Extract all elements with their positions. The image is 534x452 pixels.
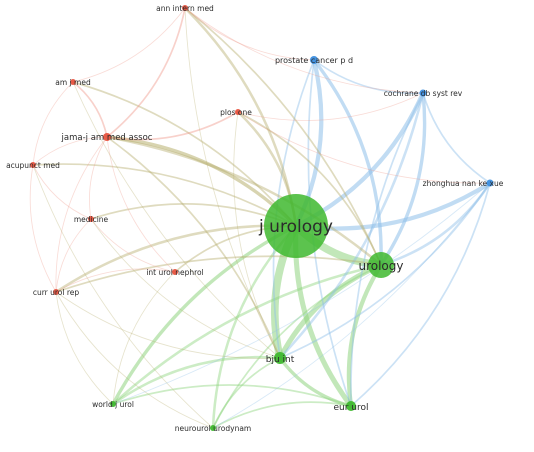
edge-jama-j-am-med-assoc-acupunct-med — [32, 136, 108, 166]
edge-curr-urol-rep-bju-int — [55, 291, 281, 359]
edge-bju-int-cochrane-db-syst-rev — [278, 91, 425, 360]
node-ann-intern-med[interactable] — [182, 5, 188, 11]
edge-jama-j-am-med-assoc-plos-one — [106, 111, 239, 141]
node-label-cochrane-db-syst-rev: cochrane db syst rev — [384, 89, 463, 98]
edge-j-urology-am-j-med — [72, 81, 297, 227]
node-layer — [30, 5, 494, 431]
edge-plos-one-zhonghua-nan-ke-xue — [237, 111, 491, 184]
edge-neurourol-urodynam-zhonghua-nan-ke-xue — [212, 182, 491, 429]
edge-j-urology-curr-urol-rep — [54, 224, 298, 294]
node-label-world-j-urol: world j urol — [92, 400, 134, 409]
edge-acupunct-med-curr-urol-rep — [29, 164, 57, 293]
node-medicine[interactable] — [88, 216, 94, 222]
node-label-bju-int: bju int — [266, 355, 295, 365]
edge-eur-urol-world-j-urol — [112, 384, 352, 407]
node-label-urology: urology — [358, 259, 403, 273]
edge-eur-urol-zhonghua-nan-ke-xue — [350, 182, 491, 407]
node-bju-int[interactable] — [274, 352, 286, 364]
node-label-int-urol-nephrol: int urol nephrol — [146, 268, 203, 277]
edge-urology-curr-urol-rep — [55, 255, 382, 293]
node-label-jama-j-am-med-assoc: jama-j am med assoc — [61, 133, 153, 143]
edge-curr-urol-rep-neurourol-urodynam — [55, 291, 214, 429]
edge-medicine-bju-int — [90, 218, 281, 359]
edge-urology-ann-intern-med — [184, 7, 382, 266]
edge-cochrane-db-syst-rev-eur-urol — [350, 92, 424, 407]
edge-jama-j-am-med-assoc-am-j-med — [72, 81, 108, 138]
edge-urology-cochrane-db-syst-rev — [379, 91, 427, 267]
edge-ann-intern-med-bju-int — [184, 7, 281, 359]
node-label-prostate-cancer-p-d: prostate cancer p d — [275, 56, 353, 65]
edge-cochrane-db-syst-rev-zhonghua-nan-ke-xue — [422, 92, 491, 184]
edge-j-urology-world-j-urol — [111, 224, 298, 406]
edge-urology-zhonghua-nan-ke-xue — [379, 181, 492, 267]
edge-int-urol-nephrol-world-j-urol — [112, 271, 176, 405]
edge-plos-one-bju-int — [233, 111, 281, 359]
node-int-urol-nephrol[interactable] — [172, 269, 178, 275]
edge-world-j-urol-zhonghua-nan-ke-xue — [112, 182, 491, 405]
edge-am-j-med-acupunct-med — [32, 81, 74, 166]
edge-acupunct-med-neurourol-urodynam — [32, 164, 214, 429]
node-label-medicine: medicine — [74, 215, 109, 224]
edge-plos-one-cochrane-db-syst-rev — [237, 92, 424, 121]
node-label-ann-intern-med: ann intern med — [156, 4, 214, 13]
node-label-curr-urol-rep: curr urol rep — [33, 288, 80, 297]
edge-jama-j-am-med-assoc-curr-urol-rep — [55, 136, 108, 293]
node-eur-urol[interactable] — [346, 401, 356, 411]
node-zhonghua-nan-ke-xue[interactable] — [486, 179, 494, 187]
edge-urology-jama-j-am-med-assoc — [105, 135, 383, 267]
node-prostate-cancer-p-d[interactable] — [310, 56, 318, 64]
node-urology[interactable] — [368, 252, 394, 278]
node-label-zhonghua-nan-ke-xue: zhonghua nan ke xue — [423, 179, 504, 188]
edge-bju-int-eur-urol — [278, 356, 353, 408]
node-label-eur-urol: eur urol — [333, 403, 368, 413]
edge-urology-world-j-urol — [111, 263, 383, 406]
edge-eur-urol-neurourol-urodynam — [212, 401, 352, 429]
edge-prostate-cancer-p-d-cochrane-db-syst-rev — [313, 59, 424, 95]
edge-j-urology-acupunct-med — [32, 163, 297, 227]
edge-urology-prostate-cancer-p-d — [312, 58, 383, 267]
edge-bju-int-neurourol-urodynam — [212, 357, 281, 429]
node-j-urology[interactable] — [264, 194, 328, 258]
node-label-neurourol-urodynam: neurourol urodynam — [175, 424, 251, 433]
node-jama-j-am-med-assoc[interactable] — [103, 133, 111, 141]
node-cochrane-db-syst-rev[interactable] — [419, 89, 427, 97]
node-neurourol-urodynam[interactable] — [210, 425, 216, 431]
edge-jama-j-am-med-assoc-ann-intern-med — [106, 7, 186, 138]
node-plos-one[interactable] — [235, 109, 241, 115]
node-am-j-med[interactable] — [70, 79, 76, 85]
node-world-j-urol[interactable] — [110, 401, 116, 407]
edge-bju-int-zhonghua-nan-ke-xue — [279, 182, 491, 359]
edge-urology-plos-one — [237, 111, 382, 266]
edge-ann-intern-med-cochrane-db-syst-rev — [184, 7, 424, 94]
edge-am-j-med-ann-intern-med — [72, 7, 186, 83]
edge-urology-neurourol-urodynam — [212, 264, 382, 429]
edge-bju-int-world-j-urol — [111, 355, 282, 406]
node-label-plos-one: plos one — [220, 108, 252, 117]
edge-am-j-med-bju-int — [72, 81, 281, 359]
node-acupunct-med[interactable] — [30, 162, 36, 168]
edge-urology-bju-int — [277, 262, 384, 361]
edge-bju-int-jama-j-am-med-assoc — [106, 136, 281, 359]
edge-int-urol-nephrol-curr-urol-rep — [55, 268, 176, 293]
edge-medicine-int-urol-nephrol — [90, 218, 176, 273]
node-curr-urol-rep[interactable] — [53, 289, 59, 295]
edge-ann-intern-med-prostate-cancer-p-d — [184, 7, 315, 61]
edge-jama-j-am-med-assoc-int-urol-nephrol — [106, 136, 176, 273]
node-label-j-urology: j urology — [258, 217, 333, 237]
node-label-am-j-med: am j med — [55, 78, 91, 87]
edge-medicine-curr-urol-rep — [55, 218, 92, 293]
edge-curr-urol-rep-world-j-urol — [55, 291, 114, 405]
edge-urology-eur-urol — [346, 262, 384, 409]
node-label-acupunct-med: acupunct med — [6, 161, 60, 170]
edge-acupunct-med-medicine — [32, 164, 92, 220]
edge-jama-j-am-med-assoc-medicine — [89, 136, 108, 220]
label-layer: j urology urology bju int eur urol world j u… — [6, 4, 504, 433]
